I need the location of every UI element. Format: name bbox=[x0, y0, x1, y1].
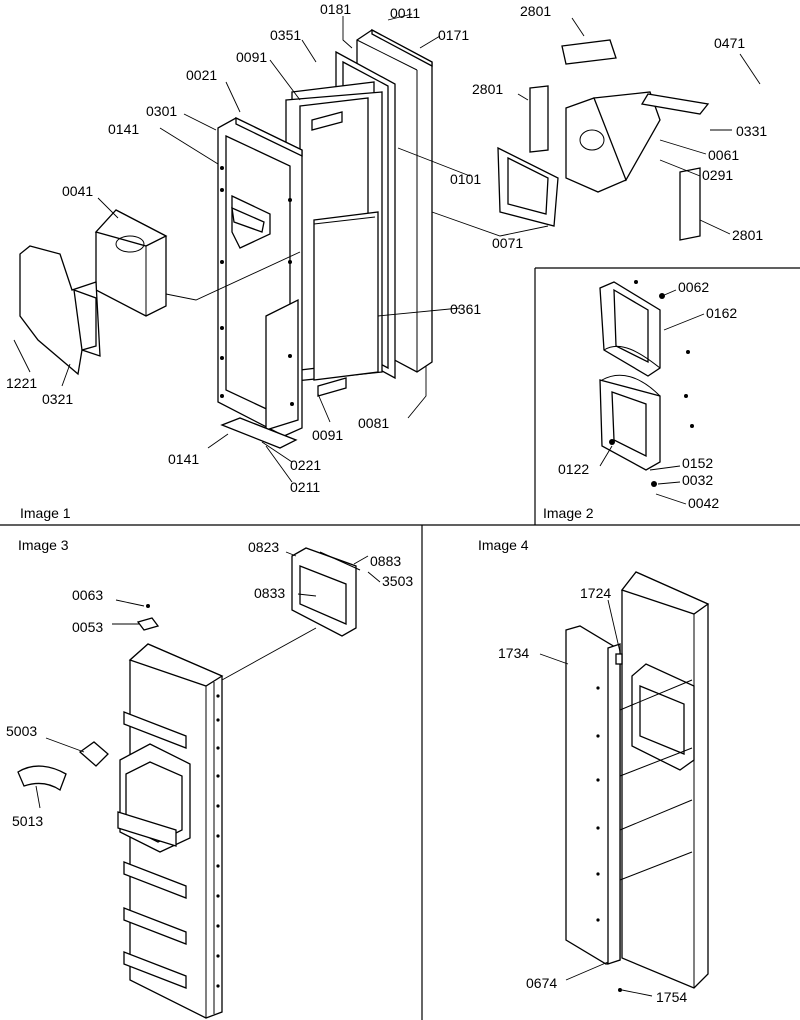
image-2-leaders bbox=[599, 289, 705, 505]
image-4-callouts: 1724 1734 0674 1754 bbox=[498, 585, 687, 1005]
image-2-callouts: 0062 0162 0122 0152 0032 0042 bbox=[558, 279, 737, 511]
callout-0833: 0833 bbox=[254, 585, 285, 601]
callout-0361: 0361 bbox=[450, 301, 481, 317]
callout-1724: 1724 bbox=[580, 585, 611, 601]
panel-title-image-2: Image 2 bbox=[543, 505, 594, 521]
callout-1754: 1754 bbox=[656, 989, 687, 1005]
image-4-drawing bbox=[565, 571, 710, 992]
panel-title-image-1: Image 1 bbox=[20, 505, 71, 521]
callout-3503: 3503 bbox=[382, 573, 413, 589]
callout-0351: 0351 bbox=[270, 27, 301, 43]
callout-0071: 0071 bbox=[492, 235, 523, 251]
callout-2801-left: 2801 bbox=[472, 81, 503, 97]
callout-0122: 0122 bbox=[558, 461, 589, 477]
callout-2801-top: 2801 bbox=[520, 3, 551, 19]
callout-0674: 0674 bbox=[526, 975, 557, 991]
callout-0823: 0823 bbox=[248, 539, 279, 555]
callout-0041: 0041 bbox=[62, 183, 93, 199]
callout-2801-bottom: 2801 bbox=[732, 227, 763, 243]
callout-0063: 0063 bbox=[72, 587, 103, 603]
callout-0011: 0011 bbox=[390, 5, 420, 21]
image-1-leaders bbox=[13, 13, 761, 483]
callout-0301: 0301 bbox=[146, 103, 177, 119]
callout-0211: 0211 bbox=[290, 479, 320, 495]
callout-0162: 0162 bbox=[706, 305, 737, 321]
callout-1734: 1734 bbox=[498, 645, 529, 661]
panel-title-image-3: Image 3 bbox=[18, 537, 69, 553]
callout-0021: 0021 bbox=[186, 67, 217, 83]
callout-0053: 0053 bbox=[72, 619, 103, 635]
image-1-drawing bbox=[19, 28, 710, 449]
callout-0101: 0101 bbox=[450, 171, 481, 187]
callout-0331: 0331 bbox=[736, 123, 767, 139]
callout-0091-top: 0091 bbox=[236, 49, 267, 65]
panel-title-image-4: Image 4 bbox=[478, 537, 529, 553]
callout-0152: 0152 bbox=[682, 455, 713, 471]
callout-0061: 0061 bbox=[708, 147, 739, 163]
callout-0141-top: 0141 bbox=[108, 121, 139, 137]
callout-0471: 0471 bbox=[714, 35, 745, 51]
callout-1221: 1221 bbox=[6, 375, 37, 391]
callout-0291: 0291 bbox=[702, 167, 733, 183]
callout-0081: 0081 bbox=[358, 415, 389, 431]
image-3-callouts: 0823 0883 3503 0833 0063 0053 5003 5013 bbox=[6, 539, 413, 829]
image-1-callouts: 0181 0011 0351 0171 0091 0021 0301 0141 … bbox=[6, 1, 767, 495]
callout-0042: 0042 bbox=[688, 495, 719, 511]
image-3-drawing bbox=[17, 547, 361, 1019]
image-4-leaders bbox=[539, 599, 653, 997]
callout-0221: 0221 bbox=[290, 457, 321, 473]
callout-0091-bottom: 0091 bbox=[312, 427, 343, 443]
callout-0141-bottom: 0141 bbox=[168, 451, 199, 467]
image-3-leaders bbox=[35, 551, 381, 809]
callout-0321: 0321 bbox=[42, 391, 73, 407]
image-2-drawing bbox=[599, 280, 694, 487]
callout-0883: 0883 bbox=[370, 553, 401, 569]
callout-0171: 0171 bbox=[438, 27, 469, 43]
callout-5013: 5013 bbox=[12, 813, 43, 829]
callout-0181: 0181 bbox=[320, 1, 351, 17]
callout-5003: 5003 bbox=[6, 723, 37, 739]
callout-0032: 0032 bbox=[682, 472, 713, 488]
callout-0062: 0062 bbox=[678, 279, 709, 295]
panel-dividers bbox=[0, 267, 800, 1020]
